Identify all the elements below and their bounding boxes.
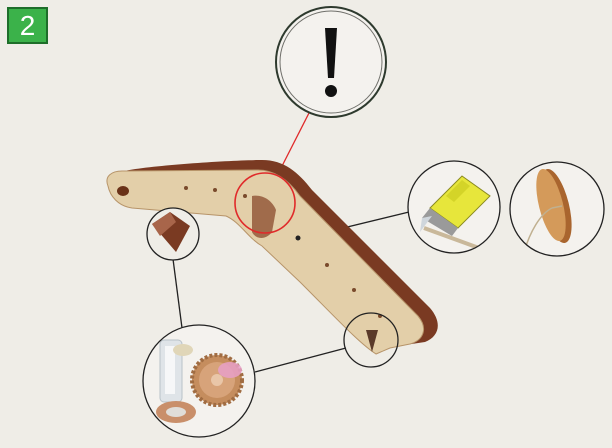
lever-hole: [296, 236, 301, 241]
disc-callout: [510, 162, 604, 256]
lever-pivot-hole: [117, 186, 129, 196]
lever-hole: [325, 263, 329, 267]
warning-callout: [276, 7, 386, 117]
lever-hole: [243, 194, 247, 198]
gears-callout: [143, 325, 255, 437]
callout-line-tip: [255, 348, 346, 372]
notch-callout: [147, 208, 199, 260]
lever-hole: [184, 186, 188, 190]
lever-hole: [352, 288, 356, 292]
callout-line-warning: [279, 113, 309, 172]
wooden-lever-part: [107, 160, 438, 354]
lever-hole: [213, 188, 217, 192]
knife-callout: [408, 161, 500, 253]
callout-line-notch: [173, 259, 182, 328]
